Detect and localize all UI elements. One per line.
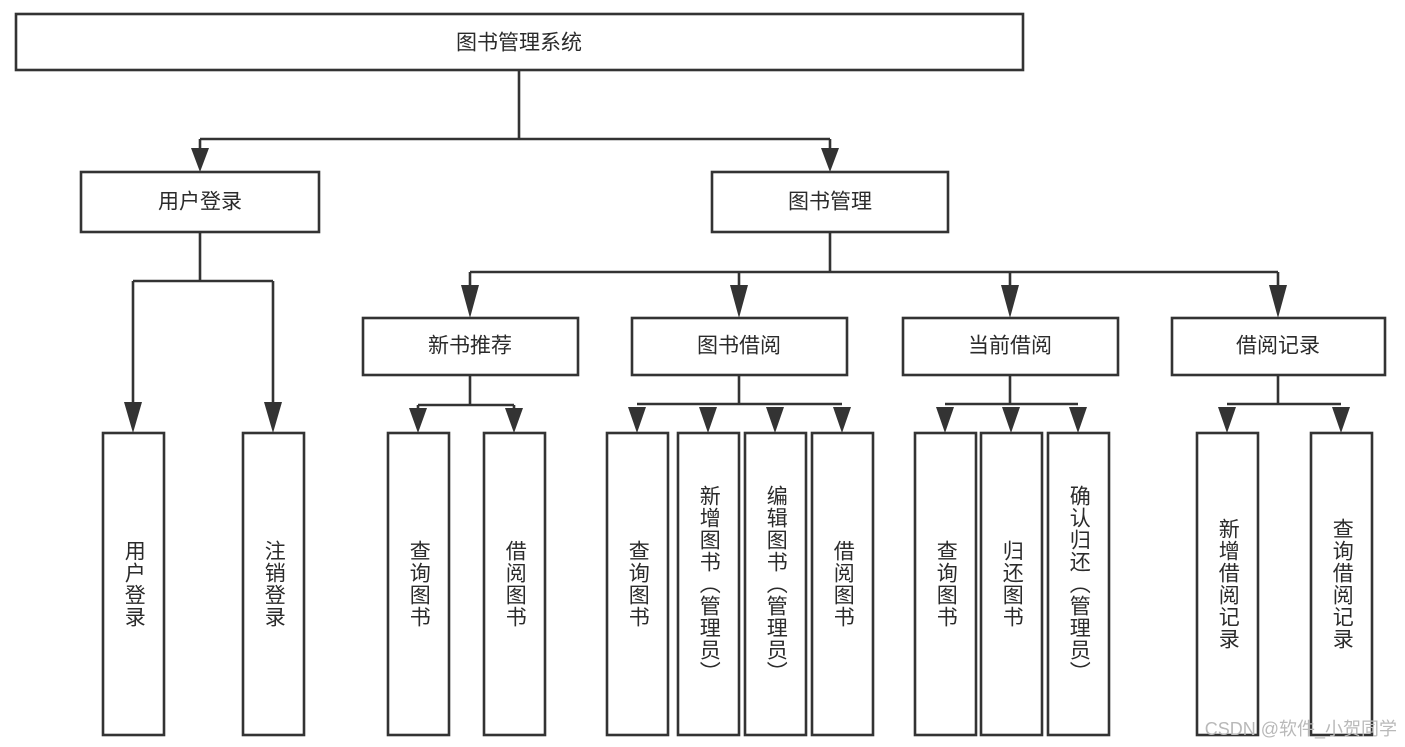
node-leaf-return-book[interactable] — [979, 431, 1044, 737]
arrow-to-new-book-icon — [461, 285, 479, 318]
node-leaf-user-login[interactable] — [101, 431, 166, 737]
arrow-to-leaf5-icon — [628, 407, 646, 433]
node-leaf-query-book-3[interactable] — [913, 431, 978, 737]
arrow-to-borrow-icon — [730, 285, 748, 318]
arrow-to-leaf11-icon — [1069, 407, 1087, 433]
node-leaf-confirm-return[interactable] — [1046, 431, 1111, 737]
arrow-to-leaf12-icon — [1218, 407, 1236, 433]
node-root-label: 图书管理系统 — [456, 32, 582, 55]
arrow-to-leaf10-icon — [1002, 407, 1020, 433]
watermark-text: CSDN @软件_小贺同学 — [1204, 719, 1397, 739]
node-leaf-query-borrow-record[interactable] — [1309, 431, 1374, 737]
node-user-login[interactable] — [79, 170, 321, 234]
connector-layer — [124, 70, 1350, 433]
node-leaf-query-book-1[interactable] — [386, 431, 451, 737]
arrow-to-leaf4-icon — [505, 408, 523, 433]
arrow-to-leaf2-icon — [264, 402, 282, 433]
node-borrow-record[interactable] — [1170, 316, 1387, 377]
node-leaf-borrow-book-2[interactable] — [810, 431, 875, 737]
node-layer: 图书管理系统 用户登录 图书管理 新书推荐 图书借阅 当前借阅 借阅记录 — [14, 12, 1387, 737]
arrow-root-to-user-login-icon — [191, 148, 209, 172]
node-current-borrow[interactable] — [901, 316, 1120, 377]
node-book-borrow-label: 图书借阅 — [697, 335, 781, 358]
node-user-login-label: 用户登录 — [158, 191, 242, 214]
arrow-to-current-icon — [1001, 285, 1019, 318]
node-leaf-logout[interactable] — [241, 431, 306, 737]
node-leaf-borrow-book-1[interactable] — [482, 431, 547, 737]
node-book-borrow[interactable] — [630, 316, 849, 377]
arrow-to-leaf1-icon — [124, 402, 142, 433]
arrow-to-leaf6-icon — [699, 407, 717, 433]
arrow-to-leaf13-icon — [1332, 407, 1350, 433]
node-new-book-recommend-label: 新书推荐 — [428, 335, 512, 358]
arrow-root-to-book-mgmt-icon — [821, 148, 839, 172]
node-leaf-add-book[interactable] — [676, 431, 741, 737]
node-leaf-edit-book[interactable] — [743, 431, 808, 737]
arrow-to-leaf8-icon — [833, 407, 851, 433]
node-borrow-record-label: 借阅记录 — [1236, 335, 1320, 358]
node-new-book-recommend[interactable] — [361, 316, 580, 377]
arrow-to-leaf7-icon — [766, 407, 784, 433]
node-leaf-add-borrow-record[interactable] — [1195, 431, 1260, 737]
arrow-to-record-icon — [1269, 285, 1287, 318]
arrow-to-leaf9-icon — [936, 407, 954, 433]
node-root[interactable] — [14, 12, 1025, 72]
node-book-management[interactable] — [710, 170, 950, 234]
node-current-borrow-label: 当前借阅 — [968, 335, 1052, 358]
arrow-to-leaf3-icon — [409, 408, 427, 433]
node-book-management-label: 图书管理 — [788, 191, 872, 214]
node-leaf-query-book-2[interactable] — [605, 431, 670, 737]
